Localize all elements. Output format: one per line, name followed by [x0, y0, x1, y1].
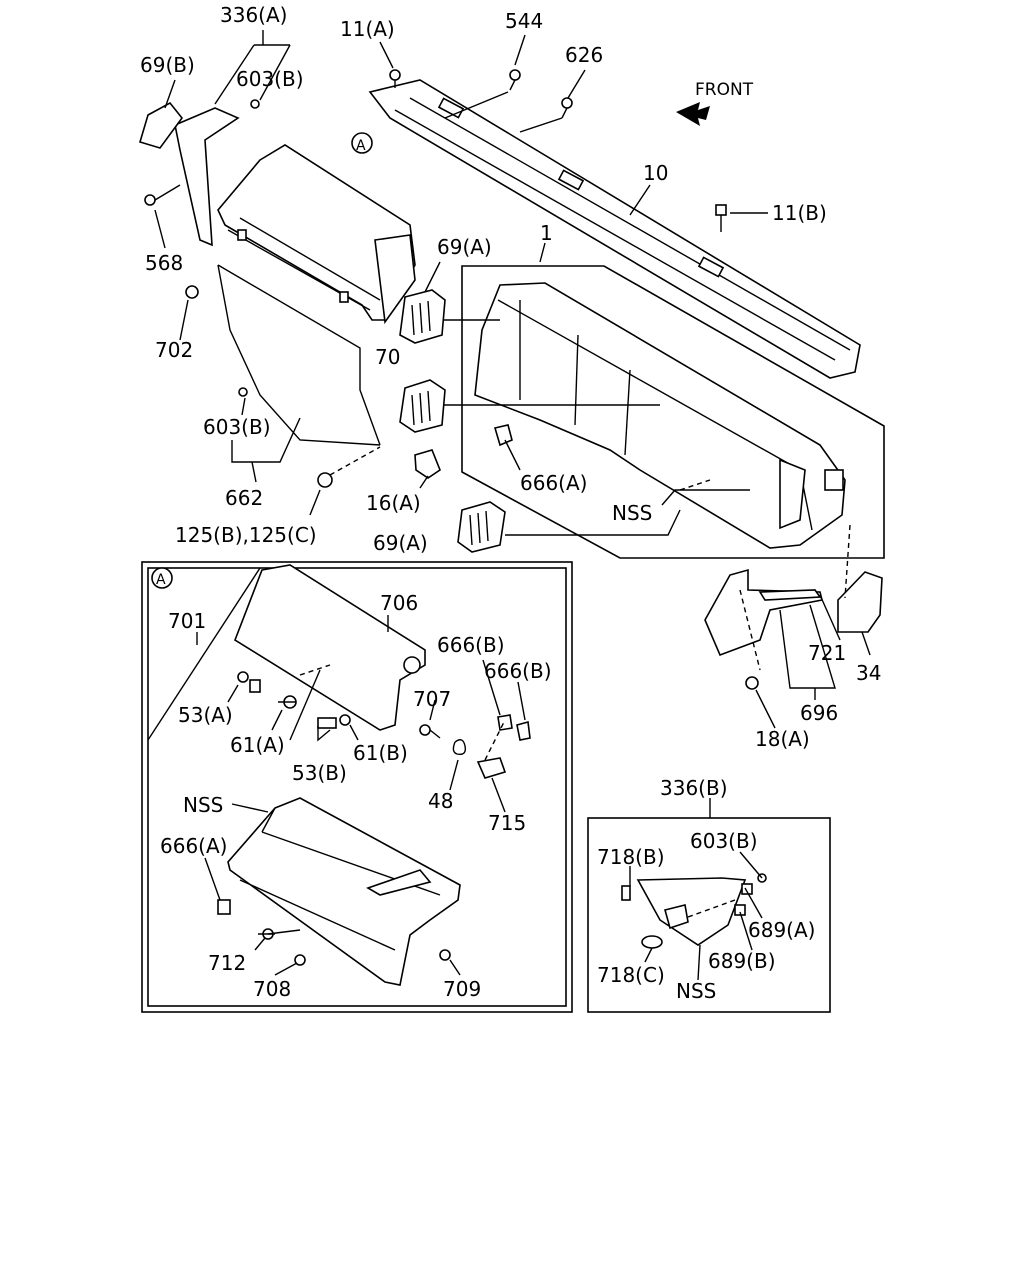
label-front: FRONT [695, 80, 754, 100]
label-11a: 11(A) [340, 17, 395, 41]
label-708: 708 [253, 977, 291, 1001]
label-34: 34 [856, 661, 881, 685]
glove-box-assembly [217, 144, 416, 325]
label-53a: 53(A) [178, 703, 233, 727]
label-69b: 69(B) [140, 53, 195, 77]
label-626: 626 [565, 43, 603, 67]
label-53b: 53(B) [292, 761, 347, 785]
label-69a-bottom: 69(A) [373, 531, 428, 555]
label-666b-2: 666(B) [484, 659, 552, 683]
label-nss-b: NSS [676, 979, 716, 1003]
instrument-panel-1 [461, 265, 885, 559]
label-666a-main: 666(A) [520, 471, 587, 495]
label-125: 125(B),125(C) [175, 523, 317, 547]
label-666b-1: 666(B) [437, 633, 505, 657]
label-69a-top: 69(A) [437, 235, 492, 259]
inset-a-parts [217, 564, 531, 986]
label-544: 544 [505, 9, 543, 33]
label-568: 568 [145, 251, 183, 275]
label-1: 1 [540, 221, 553, 245]
label-10: 10 [643, 161, 668, 185]
label-70: 70 [375, 345, 400, 369]
label-707: 707 [413, 687, 451, 711]
label-702: 702 [155, 338, 193, 362]
label-706: 706 [380, 591, 418, 615]
side-trim-336a [139, 101, 240, 247]
crossmember-panel-10 [368, 79, 861, 379]
label-a-main: A [356, 138, 366, 154]
label-721: 721 [808, 641, 846, 665]
label-603b-mid: 603(B) [203, 415, 271, 439]
inset-336b-box [587, 798, 831, 1013]
front-arrow-icon [676, 102, 710, 126]
label-712: 712 [208, 951, 246, 975]
label-61a: 61(A) [230, 733, 285, 757]
lower-trim-696 [704, 568, 883, 690]
label-715: 715 [488, 811, 526, 835]
glove-box-lid-662 [217, 264, 381, 446]
label-603b-top: 603(B) [236, 67, 304, 91]
label-603b-inset: 603(B) [690, 829, 758, 853]
label-336a: 336(A) [220, 3, 287, 27]
label-689a: 689(A) [748, 918, 815, 942]
label-718c: 718(C) [597, 963, 665, 987]
label-18a: 18(A) [755, 727, 810, 751]
inset-a-box [141, 561, 573, 1013]
vent-70 [399, 379, 446, 433]
label-718b: 718(B) [597, 845, 665, 869]
leader-lines-inset-a [196, 615, 526, 976]
fastener-icons [144, 69, 727, 488]
label-662: 662 [225, 486, 263, 510]
vent-69a-bottom [457, 501, 506, 553]
circle-a-inset [151, 567, 173, 589]
label-701: 701 [168, 609, 206, 633]
callout-labels: 336(A) 69(B) 603(B) 11(A) 544 626 FRONT … [140, 3, 881, 1003]
label-48: 48 [428, 789, 453, 813]
vent-69a-top [399, 289, 446, 344]
label-696: 696 [800, 701, 838, 725]
label-nss-inset: NSS [183, 793, 223, 817]
label-16a: 16(A) [366, 491, 421, 515]
label-709: 709 [443, 977, 481, 1001]
circle-a-main [351, 132, 373, 154]
label-nss-main: NSS [612, 501, 652, 525]
label-666a-inset: 666(A) [160, 834, 227, 858]
leader-lines-main [154, 30, 871, 729]
label-689b: 689(B) [708, 949, 776, 973]
label-a-inset: A [156, 572, 166, 588]
label-11b: 11(B) [772, 201, 827, 225]
label-61b: 61(B) [353, 741, 408, 765]
label-336b: 336(B) [660, 776, 728, 800]
